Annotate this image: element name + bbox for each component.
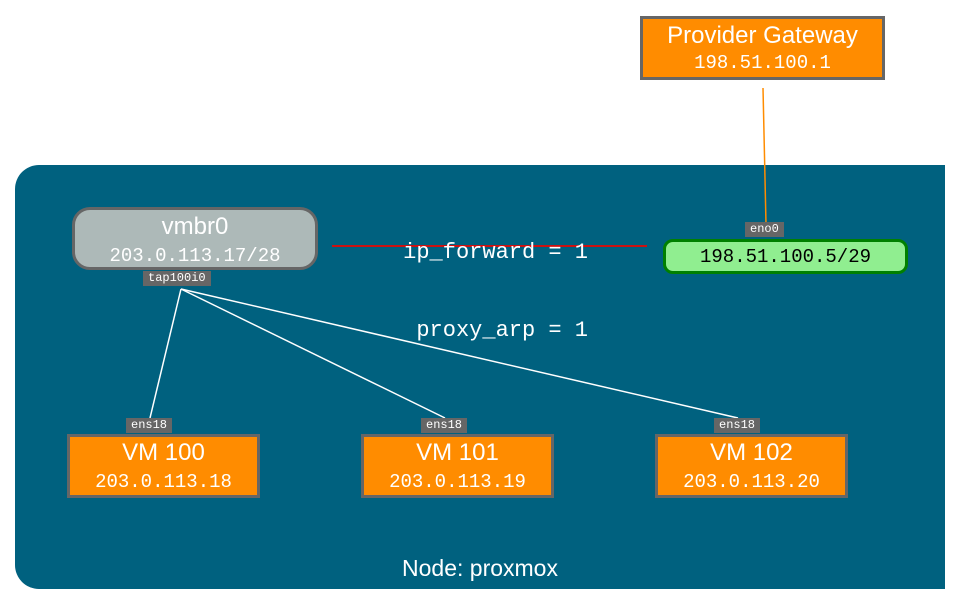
bridge-name: vmbr0: [161, 213, 229, 240]
uplink-iface-tag: eno0: [745, 222, 784, 237]
vm100-iface-tag: ens18: [126, 418, 173, 433]
vm102-name: VM 102: [710, 439, 793, 466]
uplink-eno0: 198.51.100.5/29: [663, 239, 908, 274]
gateway-ip: 198.51.100.1: [694, 52, 831, 74]
node-label: Node: proxmox: [402, 555, 558, 581]
gateway-title: Provider Gateway: [667, 22, 858, 49]
vm-100: VM 100 203.0.113.18: [67, 434, 260, 498]
vm101-iface-tag: ens18: [421, 418, 468, 433]
sysctl-ip-forward: ip_forward = 1: [403, 240, 588, 265]
uplink-ip: 198.51.100.5/29: [699, 246, 872, 268]
vm100-ip: 203.0.113.18: [95, 471, 232, 493]
provider-gateway: Provider Gateway 198.51.100.1: [640, 16, 885, 80]
sysctl-settings: ip_forward = 1 proxy_arp = 1: [380, 188, 588, 370]
vm102-ip: 203.0.113.20: [683, 471, 820, 493]
vm-102: VM 102 203.0.113.20: [655, 434, 848, 498]
vm101-ip: 203.0.113.19: [389, 471, 526, 493]
bridge-port-tag: tap100i0: [143, 271, 211, 286]
bridge-ip: 203.0.113.17/28: [109, 245, 281, 267]
vm100-name: VM 100: [122, 439, 205, 466]
vm-101: VM 101 203.0.113.19: [361, 434, 554, 498]
vm101-name: VM 101: [416, 439, 499, 466]
vm102-iface-tag: ens18: [714, 418, 761, 433]
bridge-vmbr0: vmbr0 203.0.113.17/28: [72, 207, 318, 270]
sysctl-proxy-arp: proxy_arp = 1: [416, 318, 588, 343]
